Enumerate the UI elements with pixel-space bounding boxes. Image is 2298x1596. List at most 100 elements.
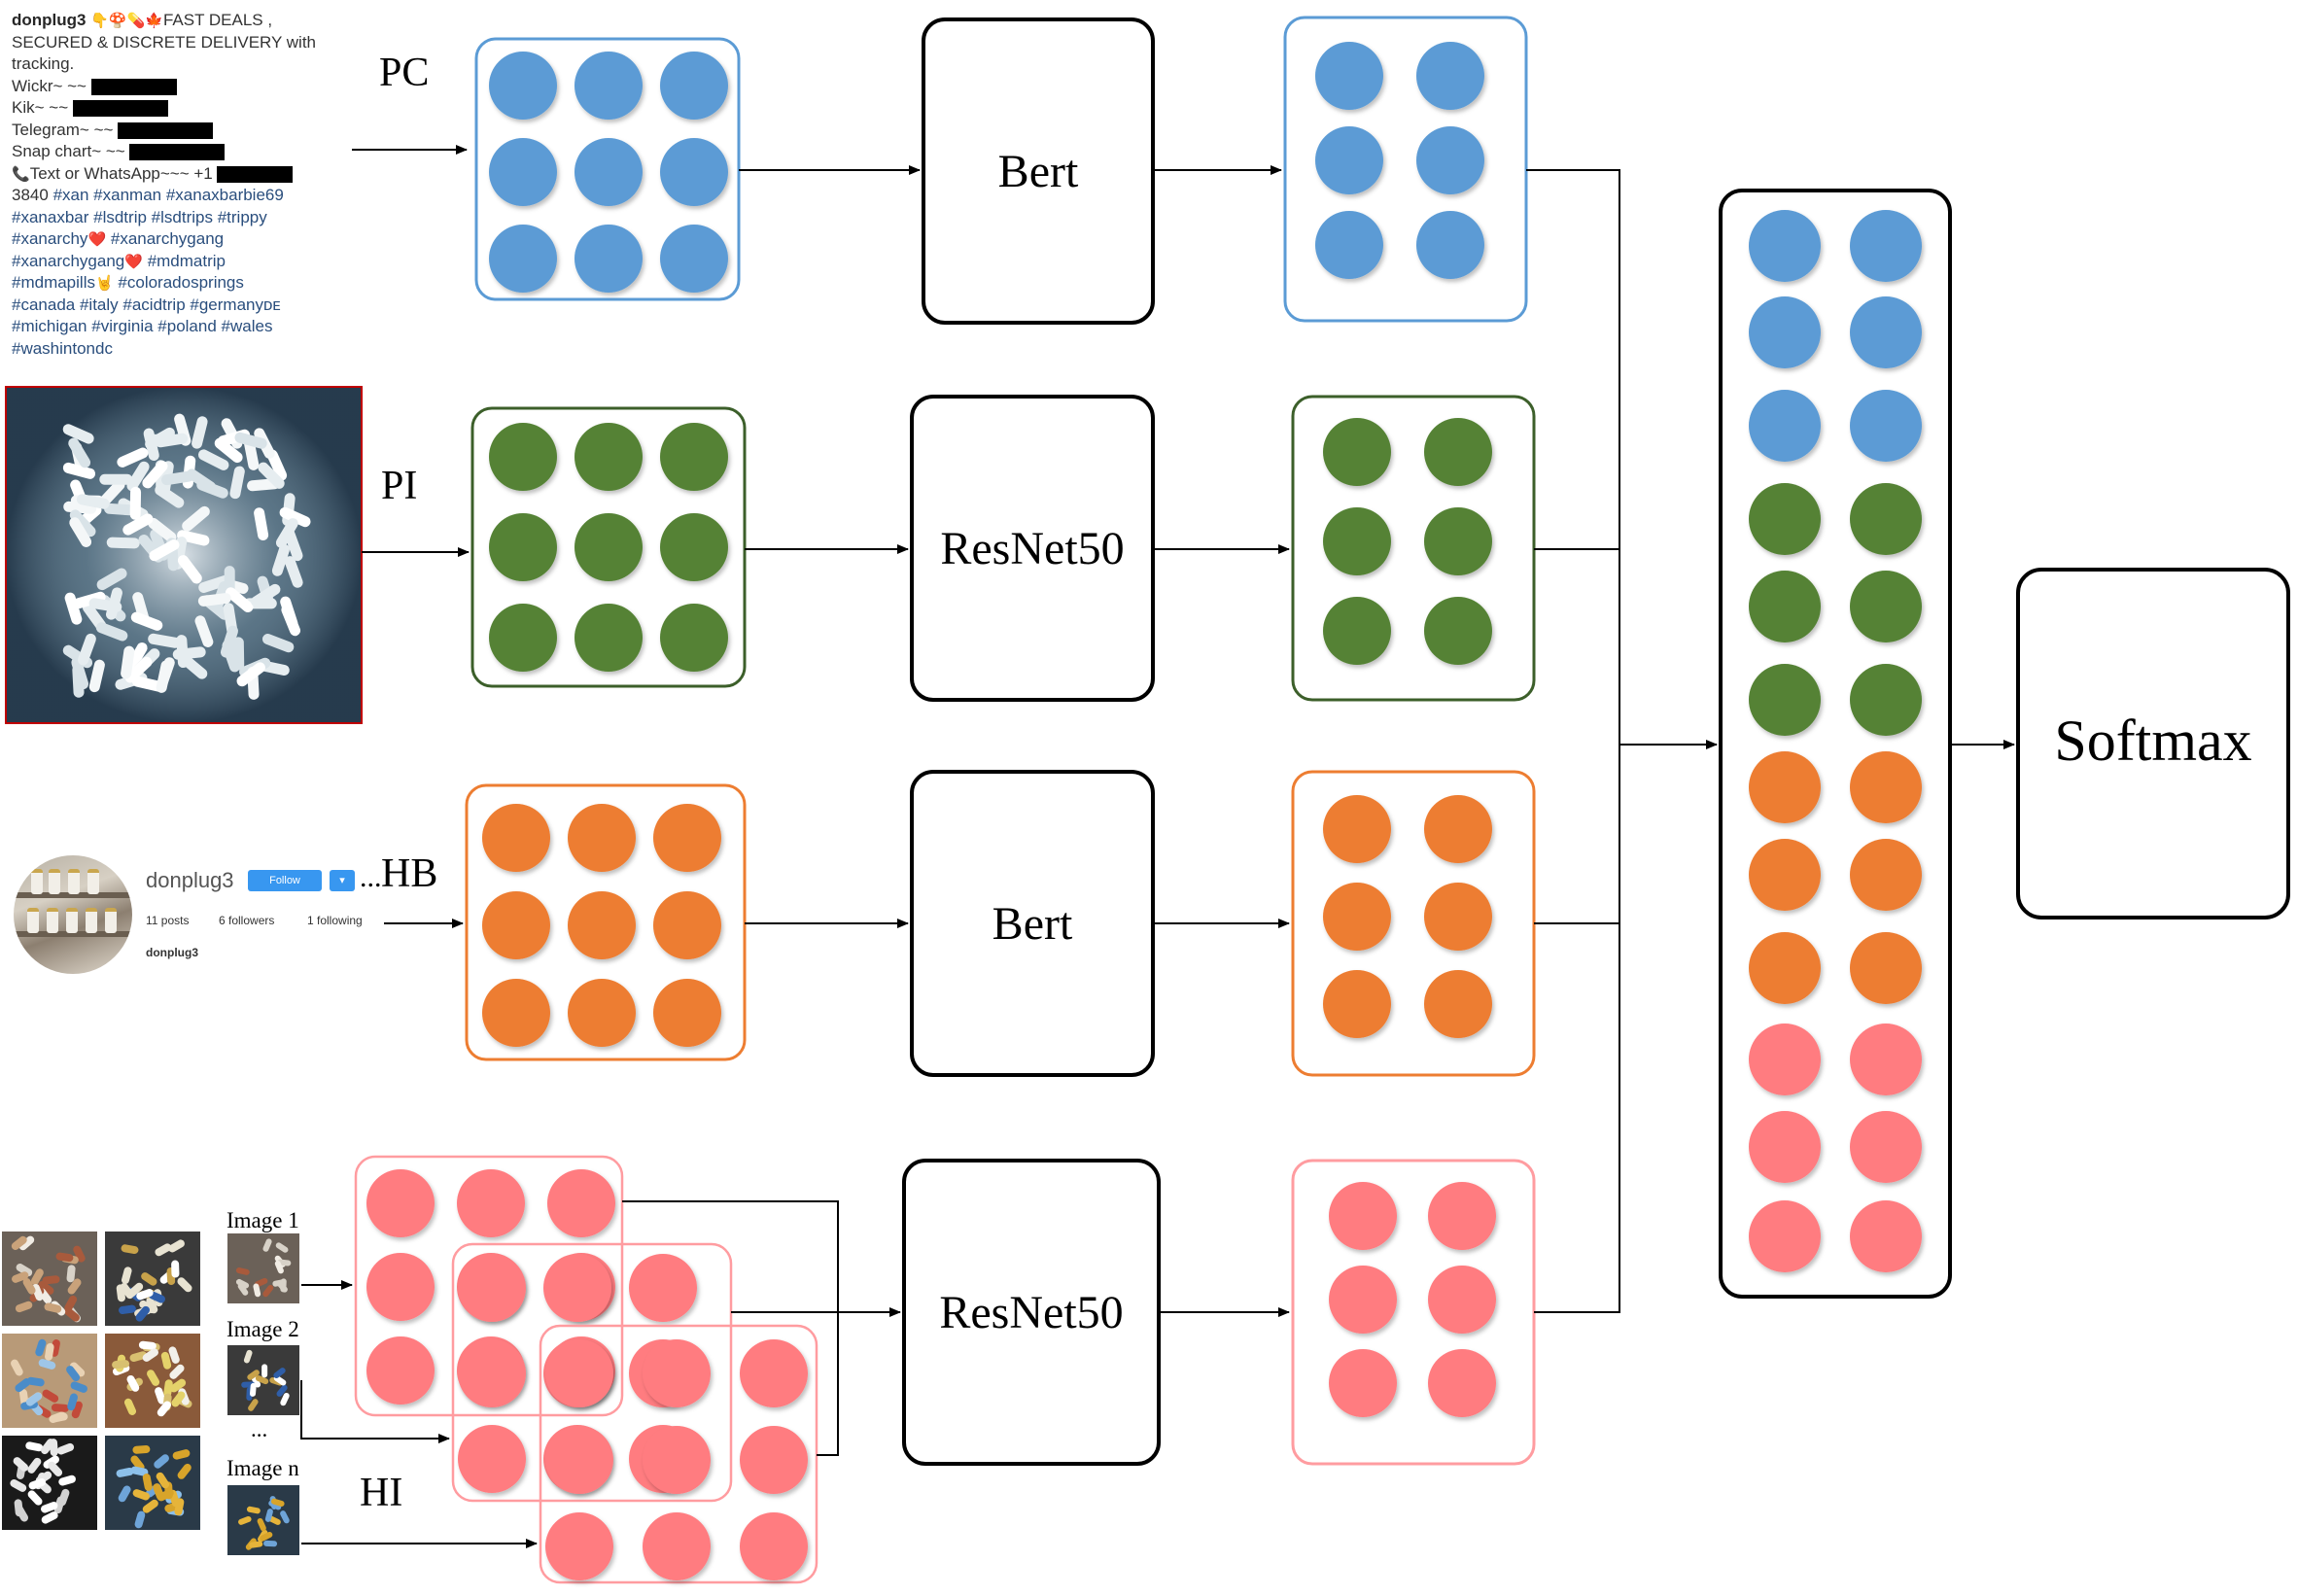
pill-shape [66,1366,81,1382]
hashtag[interactable]: #poland [157,317,217,335]
hb-input-dot [482,891,550,959]
pill-shape [30,1268,44,1286]
pill-shape [276,1280,288,1293]
following-count[interactable]: 1 following [307,914,363,927]
hb-input-dot [568,979,636,1047]
hashtag[interactable]: #canada [12,295,76,314]
concat-bus [1526,169,1620,1313]
post-username: donplug3 [12,11,87,29]
hashtag[interactable]: #trippy [217,207,267,226]
hi-input-3-dot [545,1512,613,1580]
hashtag[interactable]: #wales [221,317,273,335]
pill-shape [235,1267,250,1275]
pill-shape [220,625,239,658]
connectors [300,145,2015,1548]
pi-output-dot [1424,418,1492,486]
followers-count[interactable]: 6 followers [219,914,275,927]
hb-input-dot [482,804,550,872]
pill-shape [67,1393,78,1411]
hashtag[interactable]: #michigan [12,317,87,335]
hi-input-3-dot [643,1512,711,1580]
pill-shape [41,1502,58,1513]
output-features-hb [1323,795,1492,1038]
pill-shape [55,1252,74,1263]
label-image-1: Image 1 [226,1208,299,1232]
pill-shape [273,1368,286,1379]
hi-input-1-dot [366,1253,435,1321]
hashtag[interactable]: #mdmapills [12,273,95,292]
whatsapp-label: Text or WhatsApp~~~ +1 [29,163,213,183]
pill-shape [271,543,290,576]
hi-input-3-dot [545,1426,613,1494]
output-features-pi [1323,418,1492,665]
pill-shape [172,1449,191,1460]
pill-shape [257,1517,266,1532]
follow-button[interactable]: Follow [248,870,322,891]
concat-dot [1749,571,1821,642]
concat-dot [1749,839,1821,911]
hashtag[interactable]: #italy [79,295,119,314]
hashtag[interactable]: #lsdtrips [151,207,213,226]
pill-shape [171,1391,186,1407]
pill-shape [58,1488,70,1507]
hb-input-dot [653,804,721,872]
post-image [5,386,363,724]
label-hb-prefix: ... [360,861,382,893]
concat-dot [1850,1024,1922,1095]
pill-shape [129,486,142,520]
pill-shape [99,473,133,485]
hashtag[interactable]: #acidtrip [122,295,186,314]
pill-shape [132,1489,151,1501]
label-pc: PC [379,51,429,95]
chevron-down-icon[interactable]: ▾ [330,870,355,891]
pill-shape [172,646,206,660]
redaction-bar [118,121,214,139]
pill-shape [160,1351,172,1370]
hashtag[interactable]: #xanarchy [12,229,88,248]
hashtag[interactable]: #lsdtrip [93,207,147,226]
pill-shape [262,1238,272,1252]
pill-shape [148,633,181,648]
pill-shape [237,1283,249,1296]
pill-shape [112,1360,130,1370]
hashtag[interactable]: #xanaxbarbie69 [165,186,284,204]
pill-shape [41,1439,55,1455]
pill-shape [10,1479,27,1492]
softmax-label: Softmax [2054,709,2251,773]
post-line-tags-8: #washintondc [12,338,347,361]
hashtag[interactable]: #xan [52,186,89,204]
pill-shape [15,1301,33,1313]
pill-shape [123,1398,137,1415]
post-line-1-text: FAST DEALS , [162,11,273,29]
concat-dot [1749,664,1821,736]
pill-shape [106,537,140,549]
hashtag[interactable]: #xanarchygang [12,251,125,270]
hashtag[interactable]: #mdmatrip [147,251,226,270]
hb-input-dot [568,891,636,959]
hashtag[interactable]: #xanman [93,186,162,204]
hashtag[interactable]: #germanyᴅᴇ [190,295,281,314]
hashtag[interactable]: #washintondc [12,338,113,358]
hb-input-dot [568,804,636,872]
hb-output-dot [1424,883,1492,951]
concat-dot [1749,1200,1821,1272]
pill-shape [38,1280,54,1295]
hashtag[interactable]: #coloradosprings [118,273,244,292]
pill-shape [141,1272,157,1286]
hashtag[interactable]: #virginia [91,317,154,335]
pill-shape [270,1498,285,1508]
pill-shape [119,1304,136,1315]
pill-shape [155,1243,172,1257]
hb-output-dot [1323,883,1391,951]
hashtag[interactable]: #xanaxbar [12,207,89,226]
pill-shape [25,1392,42,1406]
pill-shape [174,1498,185,1516]
pill-shape [51,1404,69,1412]
label-hb: HB [381,851,437,896]
hashtag[interactable]: #xanarchygang [110,229,225,248]
pill-shape [69,509,96,538]
pill-shape [72,664,85,698]
pi-input-dot [489,423,557,491]
post-line-3: tracking. [12,54,75,73]
hb-output-dot [1424,970,1492,1038]
